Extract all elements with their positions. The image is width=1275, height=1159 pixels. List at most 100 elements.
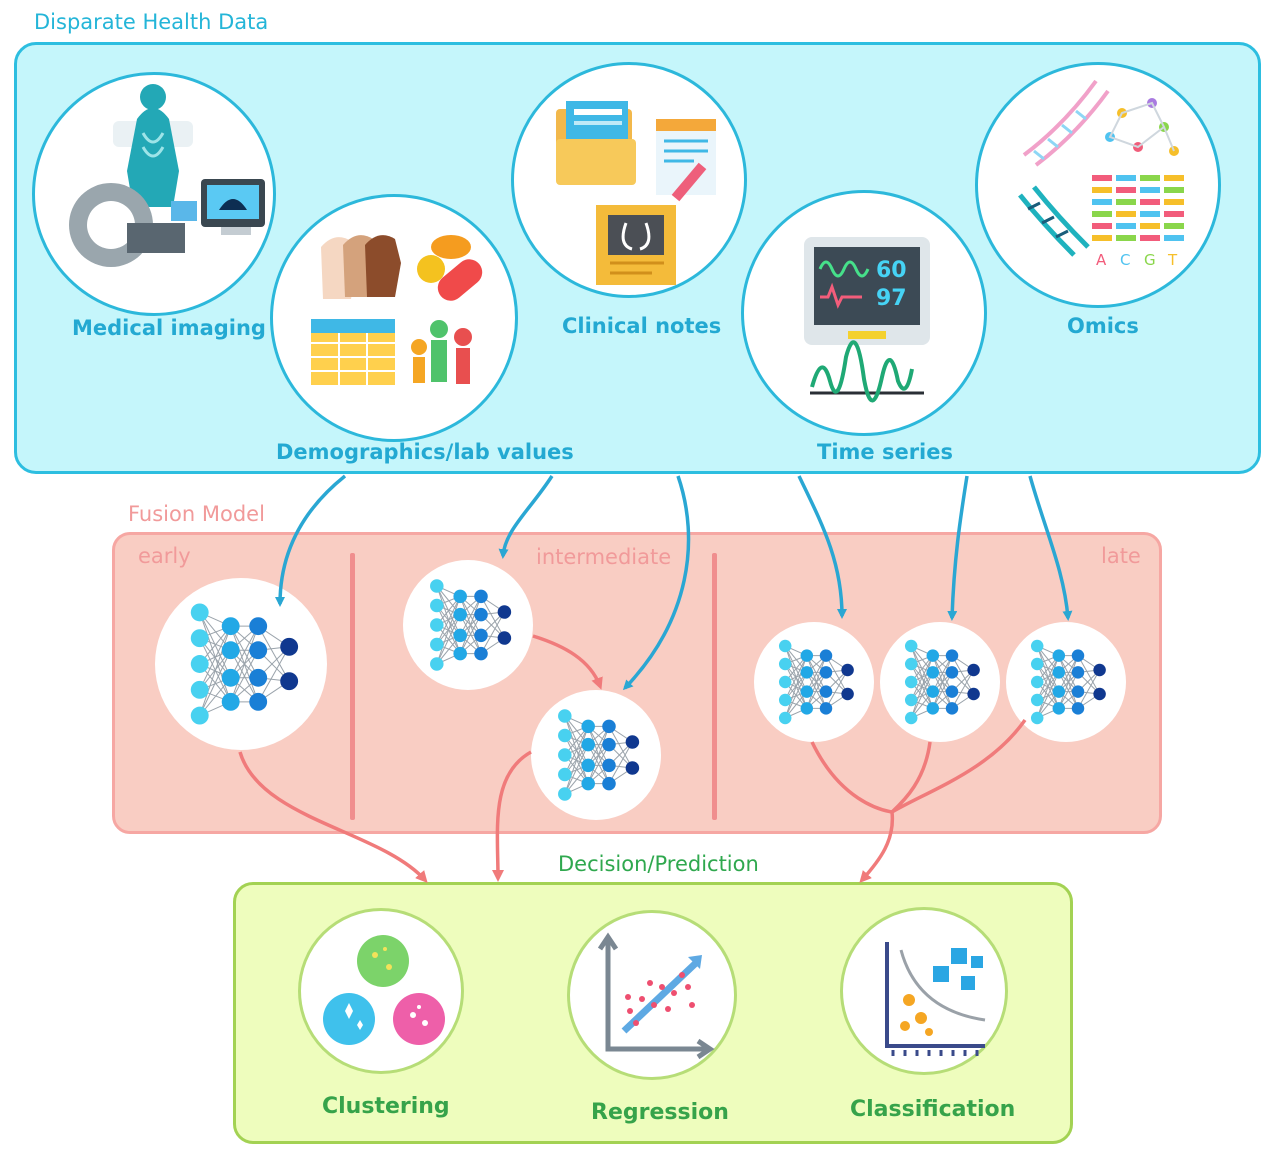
network-edge — [784, 672, 808, 719]
classification-label: Classification — [850, 1097, 1016, 1122]
input-section-title: Disparate Health Data — [34, 10, 269, 34]
time-series-icon: 60 97 — [804, 237, 930, 403]
network-edge — [436, 614, 461, 665]
regression-label: Regression — [591, 1100, 729, 1125]
clinical-notes-label: Clinical notes — [562, 314, 722, 338]
network-node — [841, 663, 854, 677]
neural-network-icon — [904, 639, 980, 725]
network-node — [625, 735, 640, 749]
network-node — [1030, 639, 1044, 653]
network-node — [778, 693, 792, 707]
neural-network-icon — [430, 579, 512, 671]
network-edge — [1058, 655, 1079, 709]
neural-network-icon — [1030, 639, 1106, 725]
network-edge — [199, 625, 232, 691]
network-node — [1030, 711, 1044, 725]
demographics-icon — [311, 235, 483, 385]
network-edge — [910, 655, 934, 701]
demographics-circle — [270, 194, 518, 442]
network-edge — [608, 741, 633, 784]
regression-circle — [567, 910, 737, 1080]
network-node — [249, 641, 268, 660]
neural-network-icon — [558, 709, 640, 801]
late-network-3 — [1006, 622, 1126, 742]
network-node — [190, 706, 209, 725]
network-edge — [825, 655, 849, 695]
network-node — [474, 646, 488, 661]
clustering-label: Clustering — [322, 1094, 450, 1119]
demographics-label: Demographics/lab values — [276, 440, 574, 464]
omics-label: Omics — [1067, 314, 1139, 338]
network-node — [800, 649, 814, 662]
network-node — [926, 666, 940, 679]
network-node — [1030, 693, 1044, 707]
network-node — [453, 646, 467, 661]
network-node — [945, 649, 959, 662]
network-edge — [587, 726, 610, 784]
network-node — [581, 758, 595, 773]
network-node — [453, 589, 467, 604]
network-node — [474, 607, 488, 622]
network-node — [602, 719, 616, 734]
clinical-notes-circle — [511, 62, 747, 298]
early-fusion-network — [155, 578, 327, 750]
network-node — [945, 685, 959, 698]
medical-imaging-circle — [32, 72, 276, 316]
intermediate-network-1 — [403, 560, 533, 690]
network-node — [778, 657, 792, 671]
network-edge — [806, 655, 827, 692]
omics-icon: A C G T — [1018, 79, 1184, 269]
network-node — [474, 589, 488, 604]
dna-base-t: T — [1167, 251, 1178, 269]
network-node — [1052, 702, 1066, 715]
network-node — [190, 655, 209, 673]
network-edge — [806, 655, 827, 709]
neural-network-icon — [190, 603, 299, 725]
medical-imaging-label: Medical imaging — [72, 316, 266, 340]
network-node — [819, 666, 833, 679]
network-edge — [784, 655, 808, 701]
network-edge — [459, 614, 482, 654]
network-edge — [230, 650, 259, 703]
network-node — [1071, 685, 1085, 698]
network-edge — [257, 625, 290, 682]
network-node — [249, 617, 268, 636]
network-edge — [932, 655, 953, 692]
network-node — [904, 711, 918, 725]
medical-imaging-icon — [69, 84, 265, 267]
network-node — [945, 702, 959, 715]
network-node — [249, 668, 268, 687]
network-node — [800, 702, 814, 715]
network-node — [904, 675, 918, 689]
late-network-2 — [880, 622, 1000, 742]
network-node — [778, 639, 792, 653]
network-node — [800, 685, 814, 698]
network-node — [945, 666, 959, 679]
clinical-notes-icon — [556, 101, 716, 285]
clustering-circle — [298, 908, 464, 1074]
network-edge — [1058, 655, 1079, 692]
network-node — [558, 728, 572, 743]
network-node — [819, 685, 833, 698]
network-node — [249, 692, 268, 711]
network-node — [800, 666, 814, 679]
network-edge — [480, 611, 505, 654]
network-edge — [806, 672, 827, 709]
network-edge — [564, 744, 589, 795]
network-edge — [459, 596, 482, 636]
network-node — [926, 649, 940, 662]
omics-sequence-grid — [1092, 175, 1184, 241]
fusion-section-title: Fusion Model — [128, 502, 265, 526]
intermediate-network-2 — [531, 690, 661, 820]
network-node — [221, 617, 240, 636]
network-node — [190, 603, 209, 622]
classification-icon — [885, 942, 986, 1056]
network-node — [474, 628, 488, 643]
network-node — [581, 776, 595, 791]
network-edge — [1058, 672, 1079, 709]
network-node — [280, 637, 299, 656]
network-edge — [230, 625, 259, 703]
fusion-divider-left — [350, 553, 355, 820]
network-node — [558, 787, 572, 801]
network-edge — [951, 669, 975, 709]
